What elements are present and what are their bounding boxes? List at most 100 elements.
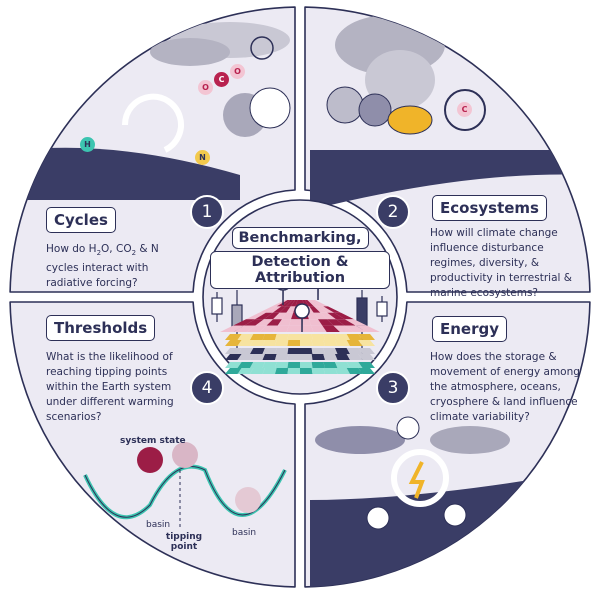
heatmap-cell xyxy=(311,362,325,368)
energy-label: Energy xyxy=(432,316,508,342)
heatmap-cell xyxy=(225,362,242,368)
heatmap-cell xyxy=(287,368,300,374)
heatmap-cell xyxy=(346,340,363,346)
heatmap-cell xyxy=(287,340,300,346)
heatmap-cell xyxy=(250,362,265,368)
heatmap-cell xyxy=(300,325,314,332)
energy-question: How does the storage & movement of energ… xyxy=(430,351,580,423)
boxplot-left xyxy=(211,290,243,350)
heatmap-cell xyxy=(262,340,277,346)
heatmap-cell xyxy=(225,334,242,340)
heatmap-cell xyxy=(358,368,375,374)
heatmap-cell xyxy=(300,334,313,340)
heatmap-cell xyxy=(282,312,294,320)
heatmap-cell xyxy=(300,340,313,346)
heatmap-cell xyxy=(309,306,321,313)
heatmap-cell xyxy=(333,325,354,332)
heatmap-cell xyxy=(346,348,363,354)
heatmap-cell xyxy=(250,348,265,354)
heatmap-cell xyxy=(259,306,277,313)
heatmap-cell xyxy=(225,348,242,354)
thresholds-label: Thresholds xyxy=(46,315,156,341)
heatmap-cell xyxy=(260,325,278,332)
basin-left-label: basin xyxy=(146,520,171,530)
heatmap-cell xyxy=(311,354,325,360)
number-badge-4: 4 xyxy=(190,371,224,405)
heatmap-cell xyxy=(320,312,336,320)
heatmap-cell xyxy=(262,334,277,340)
heatmap-cell xyxy=(237,334,254,340)
heatmap-cell xyxy=(345,319,367,326)
heatmap-cell xyxy=(250,340,265,346)
heatmap-cell xyxy=(358,340,375,346)
heatmap-cell xyxy=(358,362,375,368)
heatmap-cell xyxy=(287,348,300,354)
heatmap-cell xyxy=(262,354,277,360)
heatmap-cell xyxy=(237,348,254,354)
heatmap-cell xyxy=(346,334,363,340)
heatmap-cell xyxy=(323,334,338,340)
heatmap-cell xyxy=(310,300,324,307)
heatmap-cell xyxy=(335,348,350,354)
heatmap-cell xyxy=(355,325,380,332)
heatmap-cell xyxy=(286,300,295,307)
heatmap-cell xyxy=(287,362,300,368)
heatmap-cell xyxy=(314,306,328,313)
heatmap-cell xyxy=(344,325,367,332)
number-badge-3: 3 xyxy=(376,371,410,405)
heatmap-cell xyxy=(335,368,350,374)
heatmap-cell xyxy=(300,348,313,354)
heatmap-cell xyxy=(346,368,363,374)
heatmap-cell xyxy=(327,312,345,320)
heatmap-cell xyxy=(311,348,325,354)
heatmap-cell xyxy=(237,340,254,346)
heatmap-cell xyxy=(323,368,338,374)
heatmap-cell xyxy=(233,319,255,326)
heatmap-cell xyxy=(300,362,313,368)
heatmap-cell xyxy=(275,368,289,374)
heatmap-cell xyxy=(264,312,280,320)
heatmap-cell xyxy=(309,319,323,326)
heatmap-cell xyxy=(220,325,245,332)
heatmap-cell xyxy=(300,368,313,374)
heatmap-cell xyxy=(272,306,286,313)
heatmap-cell xyxy=(275,362,289,368)
heatmap-cell xyxy=(275,348,289,354)
heatmap-cell xyxy=(255,312,273,320)
heatmap-cell xyxy=(250,334,265,340)
heatmap-cell xyxy=(237,362,254,368)
atom-h: H xyxy=(80,137,95,152)
heatmap-cell xyxy=(275,340,289,346)
heatmap-cell xyxy=(279,306,291,313)
atom-o: O xyxy=(230,64,245,79)
system-state-label: system state xyxy=(120,436,186,446)
heatmap-cell xyxy=(262,348,277,354)
heatmap-cell xyxy=(225,340,242,346)
heatmap-cell xyxy=(323,348,338,354)
cycles-question: How do H2O, CO2 & N cycles interact with… xyxy=(46,243,159,290)
heatmap-cell xyxy=(246,312,266,320)
heatmap-cell xyxy=(323,306,341,313)
heatmap-cell xyxy=(311,368,325,374)
heatmap-cell xyxy=(250,368,265,374)
basin-right-label: basin xyxy=(232,528,257,538)
heatmap-cell xyxy=(262,368,277,374)
heatmap-cell xyxy=(275,334,289,340)
heatmap-cell xyxy=(335,334,350,340)
heatmap-cell xyxy=(265,306,282,313)
heatmap-cell xyxy=(287,354,300,360)
center-title-line2: Detection & Attribution xyxy=(210,251,390,289)
heatmap-cell xyxy=(311,340,325,346)
ecosystems-question: How will climate change influence distur… xyxy=(430,227,572,299)
heatmap-cell xyxy=(336,319,356,326)
heatmap-cell xyxy=(262,362,277,368)
heatmap-cell xyxy=(225,354,242,360)
heatmap-cell xyxy=(266,319,282,326)
heatmap-cell xyxy=(287,334,300,340)
heatmap-cell xyxy=(311,325,327,332)
heatmap-cell xyxy=(312,300,328,307)
number-badge-2: 2 xyxy=(376,195,410,229)
heatmap-cell xyxy=(346,354,363,360)
heatmap-cell xyxy=(225,368,242,374)
heatmap-cell xyxy=(281,300,293,307)
